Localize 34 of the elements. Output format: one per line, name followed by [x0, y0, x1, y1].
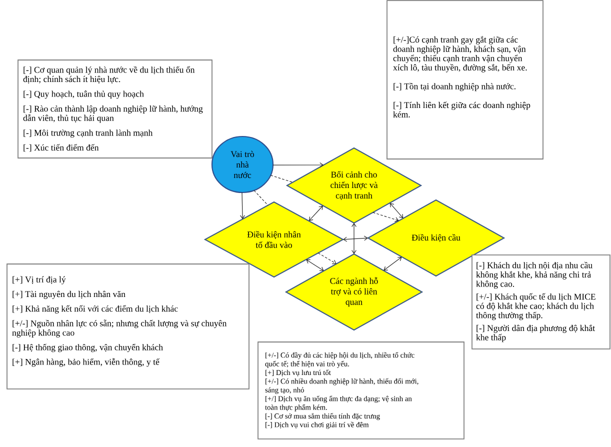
arrow: [272, 162, 324, 168]
note-box: [472, 254, 610, 350]
dashed-arrow: [318, 252, 336, 264]
note-text: [+] Khả năng kết nối với các điểm du lịch khác: [12, 305, 178, 314]
double-arrow: [390, 202, 404, 218]
note-text: [-] Xúc tiến điểm đến: [24, 144, 99, 152]
note-text: [-] Người dân địa phương độ khắt khe thấp: [476, 324, 595, 342]
dashed-line: [254, 190, 268, 206]
note-text: [-] Quy hoạch, tuân thủ quy hoạch: [24, 90, 144, 99]
arrow: [240, 192, 245, 220]
double-arrow: [308, 206, 323, 221]
note-box: [18, 60, 212, 158]
note-text: [-] Hệ thống giao thông, vận chuyển khách: [12, 344, 163, 352]
note-text: [+/-]Có cạnh tranh gay gắt giữa các doanh nghiệp lữ hành, khách sạn, vận chuyển; thiếu cạnh tranh vận chuyển xích lô, tàu thuyền, đường sắt, bến xe.: [393, 36, 527, 72]
note-box: [6, 264, 250, 390]
double-arrow: [306, 259, 324, 271]
double-arrow: [352, 223, 356, 254]
note-text: [+/-] Nguồn nhân lực có sẵn; nhưng chất lượng và sự chuyên nghiệp không cao: [12, 320, 227, 338]
dashed-arrow: [372, 212, 399, 222]
note-text: [-] Tính liên kết giữa các doanh nghiệp kém.: [393, 102, 530, 118]
note-box: [258, 342, 464, 440]
double-arrow: [343, 236, 368, 242]
note-text: [+] Ngân hàng, bảo hiểm, viễn thông, y tế: [12, 358, 160, 367]
note-text: [-] Cơ quan quản lý nhà nước về du lịch thiếu ổn định; chính sách ít hiệu lực.: [23, 66, 195, 84]
dashed-line: [270, 174, 294, 183]
circle-node: Vai trò nhà nước: [211, 136, 274, 194]
note-text: [+/-] Khách quốc tế du lịch MICE có độ khắt khe cao; khách du lịch thông thường thấp.: [476, 293, 596, 320]
note-text: [+] Tài nguyên du lịch nhân văn: [12, 290, 126, 299]
note-text: [+] Vị trí địa lý: [12, 276, 66, 284]
double-arrow: [384, 256, 402, 270]
note-box: [386, 0, 544, 160]
note-text: [-] Rào cản thành lập doanh nghiệp lữ hành, hướng dẫn viên, thủ tục hải quan: [23, 105, 203, 123]
note-text: [-] Tồn tại doanh nghiệp nhà nước.: [394, 82, 516, 92]
note-text: [-] Môi trường cạnh tranh lành mạnh: [24, 130, 153, 138]
